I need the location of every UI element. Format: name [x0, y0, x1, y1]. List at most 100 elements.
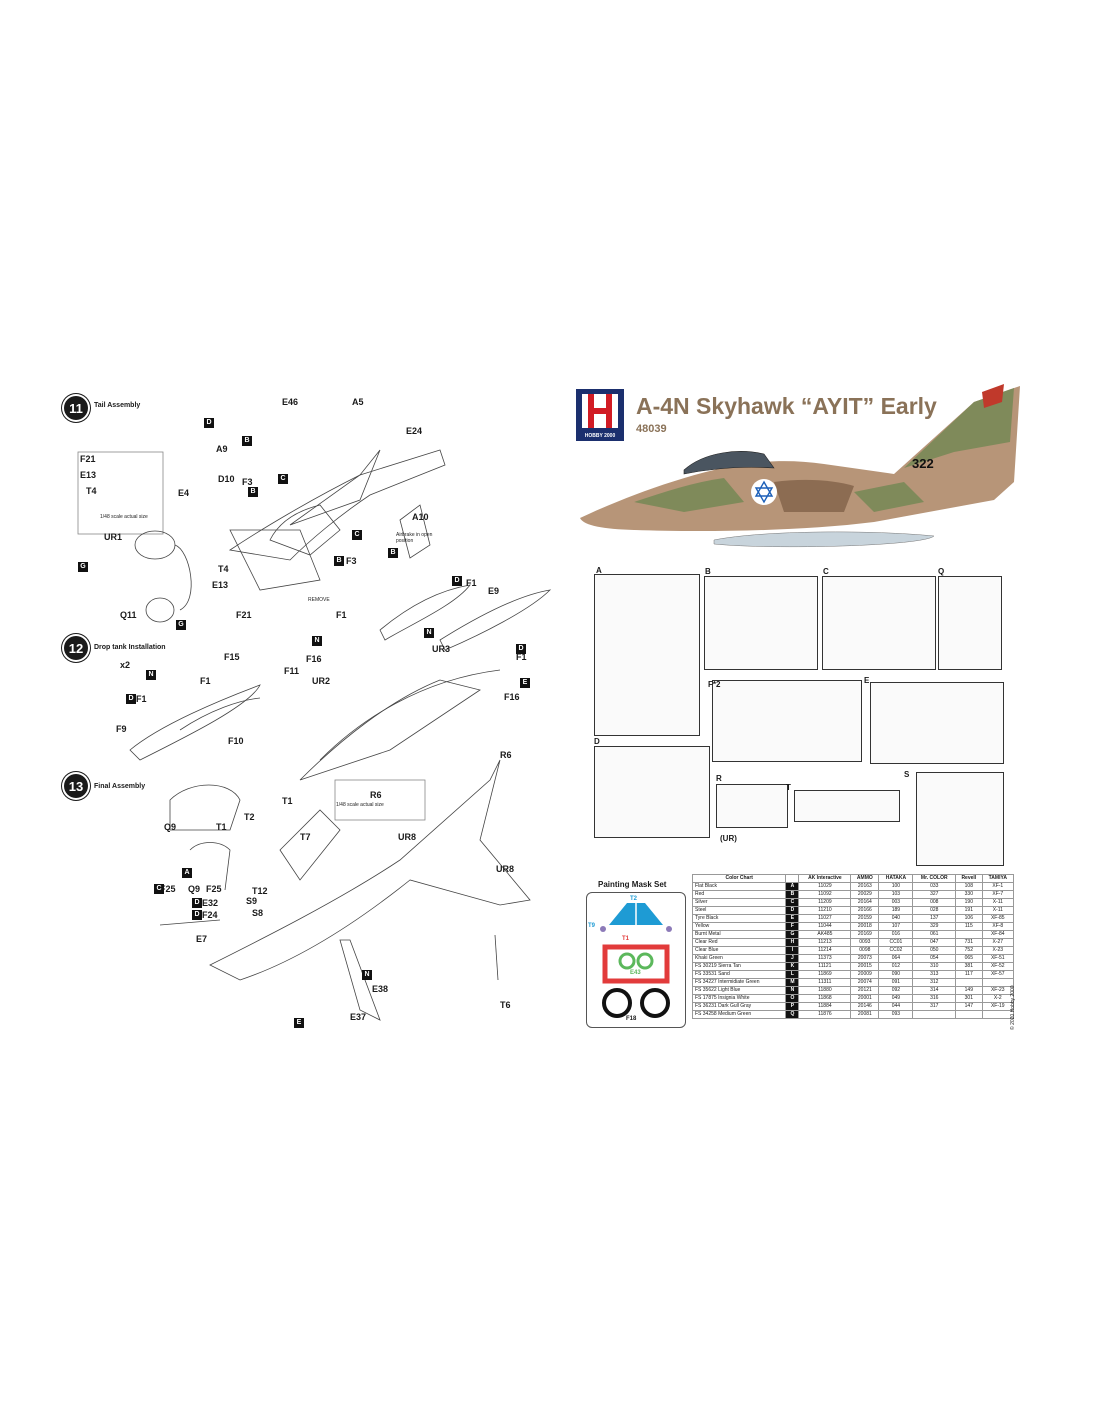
sprue-marker: B — [242, 436, 252, 446]
paint-ref-cell: 117 — [955, 970, 983, 979]
part-label: S8 — [252, 908, 264, 918]
tail-inset-box — [77, 451, 164, 535]
step-11-badge: 11 — [64, 396, 88, 420]
color-chart-table: Color Chart AK Interactive AMMO HATAKA M… — [691, 874, 1015, 1019]
paint-ref-cell: 11027 — [798, 914, 852, 923]
part-label: F9 — [116, 724, 127, 734]
wing-underside-outline — [299, 679, 481, 781]
sprue-marker: C — [352, 530, 362, 540]
paint-ref-cell: XF-19 — [981, 1002, 1015, 1011]
sprue-q-label: Q — [938, 567, 945, 576]
color-name-cell: Steel — [691, 906, 787, 915]
part-label: F16 — [504, 692, 520, 702]
step-12-title: Drop tank Installation — [94, 644, 166, 651]
part-label: F15 — [224, 652, 240, 662]
color-code-cell: F — [785, 922, 800, 931]
step-13-badge: 13 — [64, 774, 88, 798]
paint-ref-cell: XF-23 — [981, 986, 1015, 995]
part-label: T12 — [252, 886, 268, 896]
paint-ref-cell: 065 — [955, 954, 983, 963]
part-label: A9 — [216, 444, 228, 454]
color-code-cell: H — [785, 938, 800, 947]
exhaust-part-q11 — [145, 597, 175, 623]
color-name-cell: FS 30219 Sierra Tan — [691, 962, 787, 971]
paint-ref-cell: 137 — [912, 914, 957, 923]
sprue-marker: N — [424, 628, 434, 638]
paint-ref-cell: 11311 — [798, 978, 852, 987]
paint-ref-cell: 20081 — [850, 1010, 880, 1019]
paint-ref-cell: 20121 — [850, 986, 880, 995]
sprue-s-label: S — [904, 770, 910, 779]
paint-ref-cell: 313 — [912, 970, 957, 979]
part-label: E24 — [406, 426, 423, 436]
paint-ref-cell: 044 — [878, 1002, 914, 1011]
part-label: Q9 — [164, 822, 177, 832]
kit-title: A-4N Skyhawk “AYIT” Early — [636, 393, 937, 419]
part-label: F11 — [284, 666, 300, 676]
paint-ref-cell: 20164 — [850, 898, 880, 907]
paint-ref-cell: 189 — [878, 906, 914, 915]
paint-ref-cell: 093 — [878, 1010, 914, 1019]
paint-ref-cell: 016 — [878, 930, 914, 939]
color-name-cell: Red — [691, 890, 787, 899]
color-code-cell: J — [785, 954, 800, 963]
mask-dot-left — [600, 926, 606, 932]
paint-ref-cell: XF-84 — [981, 930, 1015, 939]
color-name-cell: FS 34227 Intermidiate Green — [691, 978, 787, 987]
sprue-marker: C — [278, 474, 288, 484]
part-label: E7 — [196, 934, 208, 944]
part-label: E38 — [372, 984, 389, 994]
part-label: F21 — [236, 610, 252, 620]
remove-note: REMOVE — [308, 597, 330, 603]
paint-ref-cell — [912, 1010, 957, 1019]
sprue-f-frame — [712, 680, 862, 762]
paint-ref-cell: 11869 — [798, 970, 852, 979]
painting-mask-art — [600, 903, 672, 1018]
paint-ref-cell: 11092 — [798, 890, 852, 899]
tail-fuselage-outline — [228, 449, 446, 561]
paint-ref-cell: 11029 — [798, 882, 852, 891]
part-label: F1 — [466, 578, 477, 588]
part-label: Q9 — [188, 884, 201, 894]
paint-ref-cell: 301 — [955, 994, 983, 1003]
logo-h-bar — [588, 408, 612, 414]
step-11-number: 11 — [69, 400, 83, 416]
sprue-d-label: D — [594, 737, 600, 746]
color-code-cell: M — [785, 978, 800, 987]
airbrake-part-a10 — [399, 504, 431, 559]
sprue-marker: D — [192, 910, 202, 920]
logo-text: HOBBY 2000 — [584, 433, 616, 439]
paint-ref-cell: 040 — [878, 914, 914, 923]
color-code-cell: A — [785, 882, 800, 891]
part-label: E32 — [202, 898, 219, 908]
header-revell: Revell — [955, 874, 983, 883]
part-label: T1 — [216, 822, 227, 832]
mask-green-circle — [636, 952, 654, 970]
paint-ref-cell: 731 — [955, 938, 983, 947]
sprue-r-frame — [716, 784, 788, 828]
paint-ref-cell: CC02 — [878, 946, 914, 955]
painting-mask-frame — [586, 892, 686, 1028]
paint-ref-cell: 100 — [878, 882, 914, 891]
paint-ref-cell: XF-52 — [981, 962, 1015, 971]
paint-ref-cell: 190 — [955, 898, 983, 907]
copyright: © 2020 Hobby 2000 — [1010, 985, 1016, 1030]
color-name-cell: Clear Blue — [691, 946, 787, 955]
sprue-e-label: E — [864, 676, 870, 685]
sprue-c-label: C — [823, 567, 829, 576]
color-name-cell: FS 34258 Medium Green — [691, 1010, 787, 1019]
color-name-cell: Silver — [691, 898, 787, 907]
mask-label-t2: T2 — [630, 896, 638, 902]
canopy-part — [169, 784, 241, 831]
part-label: E46 — [282, 397, 299, 407]
paint-ref-cell: 049 — [878, 994, 914, 1003]
color-name-cell: Khaki Green — [691, 954, 787, 963]
mask-green-circle — [618, 952, 636, 970]
sprue-s-frame — [916, 772, 1004, 866]
part-label: T2 — [244, 812, 255, 822]
step-13-title: Final Assembly — [94, 783, 146, 790]
